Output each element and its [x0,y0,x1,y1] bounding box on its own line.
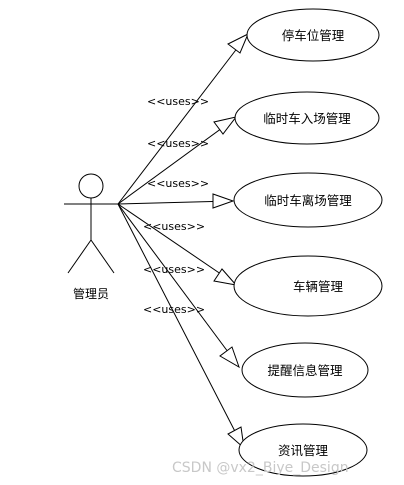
uses-label-3: <<uses>> [147,177,209,190]
association-3 [117,193,235,209]
arrowhead-2 [213,116,238,135]
use-case-temp-entry: 临时车入场管理 [234,91,380,145]
association-1 [117,32,249,205]
stereotype-labels: <<uses>> <<uses>> <<uses>> <<uses>> <<us… [143,95,209,316]
arrowhead-3 [212,193,235,209]
arrowhead-6 [227,426,245,450]
arrowhead-5 [219,346,240,369]
association-2 [117,116,238,205]
watermark: CSDN @vx2_Biye_Design [172,460,349,476]
use-case-label: 临时车离场管理 [264,193,352,208]
actor-right-leg [90,239,115,274]
use-case-vehicle: 车辆管理 [233,255,383,317]
association-4 [117,203,238,286]
association-6 [117,203,245,450]
uses-label-5: <<uses>> [143,263,205,276]
use-case-reminder: 提醒信息管理 [241,342,369,398]
uses-label-4: <<uses>> [143,220,205,233]
associations [117,32,249,450]
use-case-label: 车辆管理 [293,279,344,294]
use-cases: 停车位管理 临时车入场管理 临时车离场管理 车辆管理 提醒信息管理 资讯管理 [233,8,383,477]
use-case-label: 停车位管理 [282,28,345,43]
arrowhead-4 [213,268,238,286]
uses-label-6: <<uses>> [143,303,205,316]
arrowhead-1 [227,32,249,54]
association-5 [117,203,240,369]
actor-admin: 管理员 [64,173,118,301]
uses-label-1: <<uses>> [147,95,209,108]
use-case-temp-exit: 临时车离场管理 [233,172,383,228]
uses-label-2: <<uses>> [147,137,209,150]
actor-left-leg [67,239,92,274]
use-case-news: 资讯管理 [238,423,368,477]
use-case-label: 资讯管理 [278,443,329,458]
use-case-label: 临时车入场管理 [263,111,351,126]
actor-label: 管理员 [73,286,109,301]
use-case-label: 提醒信息管理 [267,363,343,378]
use-case-parking-space: 停车位管理 [246,8,380,62]
actor-head [78,173,104,199]
